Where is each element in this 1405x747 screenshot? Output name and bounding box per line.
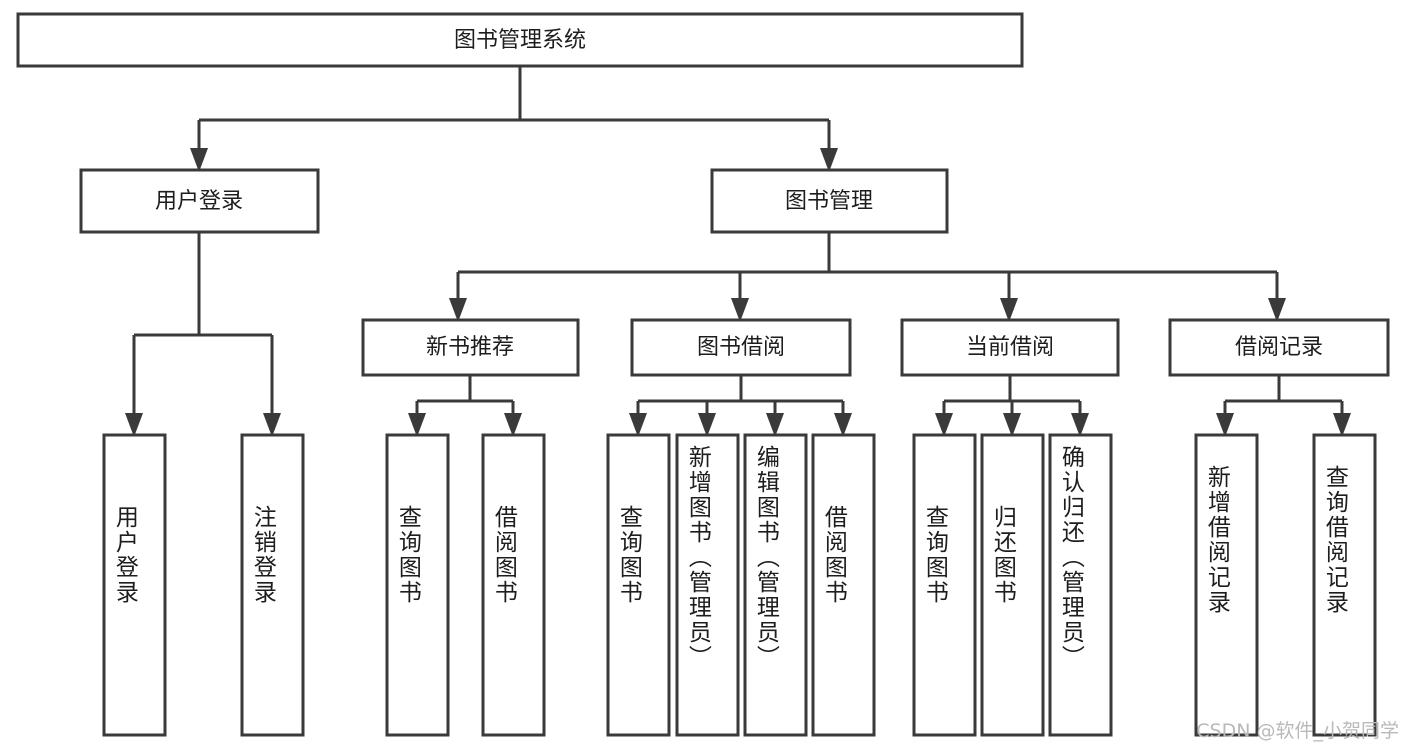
node-book-manage[interactable]: 图书管理 [710, 168, 949, 234]
node-new-book-recommend-label: 新书推荐 [426, 335, 514, 360]
watermark-csdn: CSDN @软件_小贺同学 [1196, 720, 1399, 742]
leaf-box-add-record[interactable] [1194, 433, 1259, 737]
arrow-to-leaf-add-book [698, 413, 716, 437]
node-borrow-record[interactable]: 借阅记录 [1168, 318, 1390, 377]
node-book-borrow[interactable]: 图书借阅 [630, 318, 852, 377]
arrow-to-borrow-record [1268, 298, 1286, 322]
leaf-box-confirm-return[interactable] [1048, 433, 1113, 737]
node-user-login-label: 用户登录 [155, 189, 243, 214]
connector-root-to-level2 [190, 66, 838, 172]
leaf-box-edit-book[interactable] [743, 433, 808, 737]
arrow-to-leaf-query-record [1333, 413, 1351, 437]
leaf-box-add-book[interactable] [675, 433, 740, 737]
node-root-system[interactable]: 图书管理系统 [16, 12, 1024, 68]
connector-userlogin-to-leaves [125, 232, 281, 437]
connector-currentborrow-to-leaves [935, 375, 1089, 437]
connector-bookmanage-to-level3 [449, 232, 1286, 322]
leaf-box-borrow-book-2[interactable] [811, 433, 876, 737]
arrow-to-book-manage [820, 148, 838, 172]
node-borrow-record-label: 借阅记录 [1235, 335, 1323, 360]
leaf-box-query-book-2[interactable] [606, 433, 671, 737]
arrow-to-leaf-confirm-return [1071, 413, 1089, 437]
arrow-to-leaf-return-book [1003, 413, 1021, 437]
connector-borrowrecord-to-leaves [1216, 375, 1351, 437]
leaf-box-logout[interactable] [240, 433, 305, 737]
node-root-system-label: 图书管理系统 [454, 28, 586, 53]
node-current-borrow[interactable]: 当前借阅 [900, 318, 1120, 377]
arrow-to-new-book [449, 298, 467, 322]
arrow-to-user-login [190, 148, 208, 172]
arrow-to-leaf-query-book-1 [408, 413, 426, 437]
arrow-to-leaf-edit-book [766, 413, 784, 437]
node-new-book-recommend[interactable]: 新书推荐 [361, 318, 580, 377]
leaf-box-borrow-book-1[interactable] [481, 433, 546, 737]
leaf-box-return-book[interactable] [980, 433, 1045, 737]
leaf-box-user-login[interactable] [102, 433, 167, 737]
arrow-to-leaf-query-book-2 [629, 413, 647, 437]
arrow-to-book-borrow [731, 298, 749, 322]
leaf-box-query-book-3[interactable] [912, 433, 977, 737]
connector-bookborrow-to-leaves [629, 375, 852, 437]
node-current-borrow-label: 当前借阅 [966, 335, 1054, 360]
leaf-box-query-record[interactable] [1312, 433, 1377, 737]
arrow-to-leaf-borrow-book-2 [834, 413, 852, 437]
connector-newbook-to-leaves [408, 375, 522, 437]
arrow-to-leaf-logout [263, 413, 281, 437]
arrow-to-current-borrow [1000, 298, 1018, 322]
node-book-borrow-label: 图书借阅 [697, 335, 785, 360]
arrow-to-leaf-user-login [125, 413, 143, 437]
node-user-login[interactable]: 用户登录 [79, 168, 320, 234]
arrow-to-leaf-query-book-3 [935, 413, 953, 437]
node-book-manage-label: 图书管理 [785, 189, 873, 214]
leaf-box-query-book-1[interactable] [385, 433, 450, 737]
arrow-to-leaf-add-record [1216, 413, 1234, 437]
arrow-to-leaf-borrow-book-1 [504, 413, 522, 437]
